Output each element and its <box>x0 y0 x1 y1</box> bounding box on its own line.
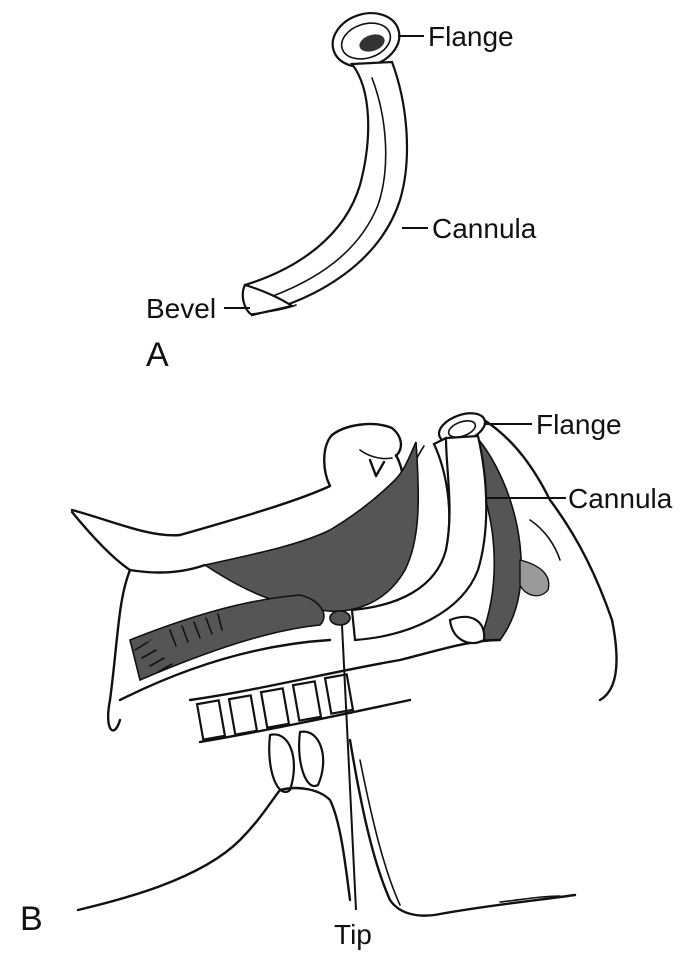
tip-label-b: Tip <box>334 919 372 950</box>
panel-label-a: A <box>146 336 169 374</box>
bevel-label-a: Bevel <box>146 293 216 324</box>
cannula-label-a: Cannula <box>432 213 537 244</box>
cannula-label-b: Cannula <box>568 483 673 514</box>
flange-label-b: Flange <box>536 409 622 440</box>
flange-label-a: Flange <box>428 21 514 52</box>
cannula-drawing-a <box>245 62 407 315</box>
lower-body <box>78 740 575 916</box>
tongue <box>205 442 418 611</box>
panel-a: Flange Cannula Bevel A <box>146 5 537 374</box>
panel-b: Flange Cannula Tip B <box>20 408 673 950</box>
panel-label-b: B <box>20 900 43 938</box>
tip-drawing-b <box>330 611 350 625</box>
